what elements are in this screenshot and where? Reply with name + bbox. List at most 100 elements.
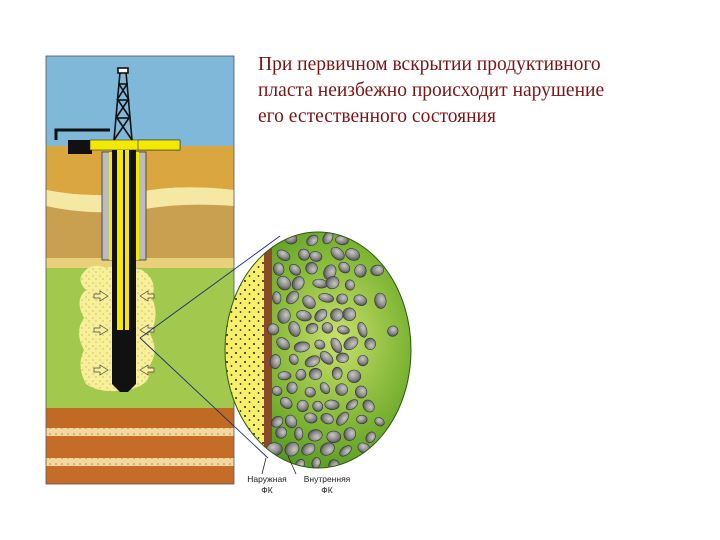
bottom-hole-assembly bbox=[112, 330, 136, 384]
pebble bbox=[326, 430, 342, 444]
pebble bbox=[318, 293, 334, 303]
slide-title-line-2: пласта неизбежно происходит нарушение bbox=[258, 80, 605, 101]
pebble bbox=[330, 337, 343, 354]
pebble bbox=[298, 248, 310, 261]
arrow-left-3 bbox=[93, 364, 109, 376]
outer-label-line-1: Наружная bbox=[247, 474, 287, 484]
lower-sand-band bbox=[46, 428, 234, 436]
pebble bbox=[374, 292, 387, 309]
pebble bbox=[285, 290, 300, 305]
drilling-derrick bbox=[113, 67, 133, 141]
pebble bbox=[314, 308, 328, 322]
mudcake-wall bbox=[264, 232, 272, 468]
pebble bbox=[291, 276, 305, 291]
pebble bbox=[295, 369, 307, 381]
pipe-highlight bbox=[117, 150, 123, 384]
pebble bbox=[364, 337, 376, 350]
arrow-right-3 bbox=[139, 364, 155, 376]
pebble bbox=[276, 275, 291, 291]
drill-bit bbox=[112, 384, 136, 392]
pebble bbox=[304, 412, 318, 424]
pebble bbox=[289, 263, 301, 276]
pebble bbox=[269, 354, 281, 370]
pebble bbox=[276, 249, 291, 262]
pebble bbox=[345, 399, 359, 411]
pebble bbox=[323, 264, 337, 280]
pebble bbox=[343, 427, 357, 441]
pebble bbox=[305, 262, 318, 275]
pebble bbox=[314, 339, 326, 350]
inner-filter-cake-label: Внутренняя ФК bbox=[292, 474, 362, 496]
pebble bbox=[288, 321, 301, 337]
pebble bbox=[312, 400, 324, 412]
slide-title-line-1: При первичном вскрытии продуктивного bbox=[258, 54, 601, 75]
pebble bbox=[277, 308, 291, 324]
pebble bbox=[271, 386, 283, 396]
pebble bbox=[296, 399, 309, 413]
invasion-arrows bbox=[93, 290, 155, 376]
pebble bbox=[311, 457, 321, 468]
pebble bbox=[331, 366, 343, 380]
pebble bbox=[337, 325, 350, 335]
pebble bbox=[296, 310, 312, 322]
pebble bbox=[279, 397, 293, 409]
pebble bbox=[335, 383, 348, 396]
pebble bbox=[319, 382, 331, 395]
pebble bbox=[294, 427, 304, 441]
magnifier-outline bbox=[224, 231, 412, 469]
outer-filter-cake-label: Наружная ФК bbox=[236, 474, 298, 496]
pebble bbox=[354, 264, 367, 278]
pebble bbox=[374, 417, 385, 427]
pebble bbox=[342, 307, 357, 322]
pebble bbox=[309, 251, 323, 262]
pebble bbox=[325, 276, 340, 290]
pebble bbox=[356, 414, 368, 425]
pebble bbox=[304, 386, 316, 398]
pebble bbox=[365, 431, 376, 443]
pebble bbox=[319, 351, 334, 365]
pebble bbox=[343, 336, 359, 351]
lower-sand-band-2 bbox=[46, 458, 234, 466]
pebble bbox=[330, 246, 345, 261]
pebble bbox=[277, 371, 292, 381]
outer-label-line-2: ФК bbox=[261, 485, 273, 495]
pebble bbox=[324, 399, 340, 410]
pebble bbox=[301, 442, 316, 456]
pebble bbox=[306, 234, 319, 247]
pebble bbox=[320, 413, 334, 425]
pebble bbox=[302, 295, 316, 310]
lower-clay-3 bbox=[46, 466, 234, 484]
pebble bbox=[304, 355, 321, 368]
pebble bbox=[284, 441, 300, 457]
arrow-left-1 bbox=[93, 290, 109, 302]
zoom-guide-lines bbox=[139, 235, 281, 459]
pebble bbox=[267, 323, 280, 336]
pebble bbox=[370, 264, 384, 277]
arrow-left-2 bbox=[93, 324, 109, 336]
lower-clay-1 bbox=[46, 408, 234, 428]
arrow-right-2 bbox=[139, 324, 155, 336]
pebble bbox=[266, 442, 283, 456]
pebble bbox=[288, 353, 299, 365]
lower-clay-2 bbox=[46, 436, 234, 458]
pebble bbox=[273, 262, 285, 276]
outer-label-pointer bbox=[261, 457, 267, 475]
inner-label-line-2: ФК bbox=[321, 485, 333, 495]
pebble bbox=[275, 426, 287, 439]
pebble bbox=[305, 322, 319, 334]
pebble bbox=[347, 369, 362, 383]
pebble bbox=[284, 414, 298, 429]
pebble bbox=[354, 385, 368, 399]
wellbore bbox=[101, 150, 147, 392]
pebble bbox=[387, 325, 399, 337]
pebble bbox=[362, 399, 375, 413]
pebble bbox=[357, 355, 369, 367]
pebble bbox=[320, 442, 335, 456]
pebble bbox=[344, 279, 355, 291]
pebble bbox=[308, 367, 323, 381]
inner-label-line-1: Внутренняя bbox=[303, 474, 351, 484]
pebble bbox=[271, 416, 284, 428]
pebble bbox=[336, 411, 349, 426]
